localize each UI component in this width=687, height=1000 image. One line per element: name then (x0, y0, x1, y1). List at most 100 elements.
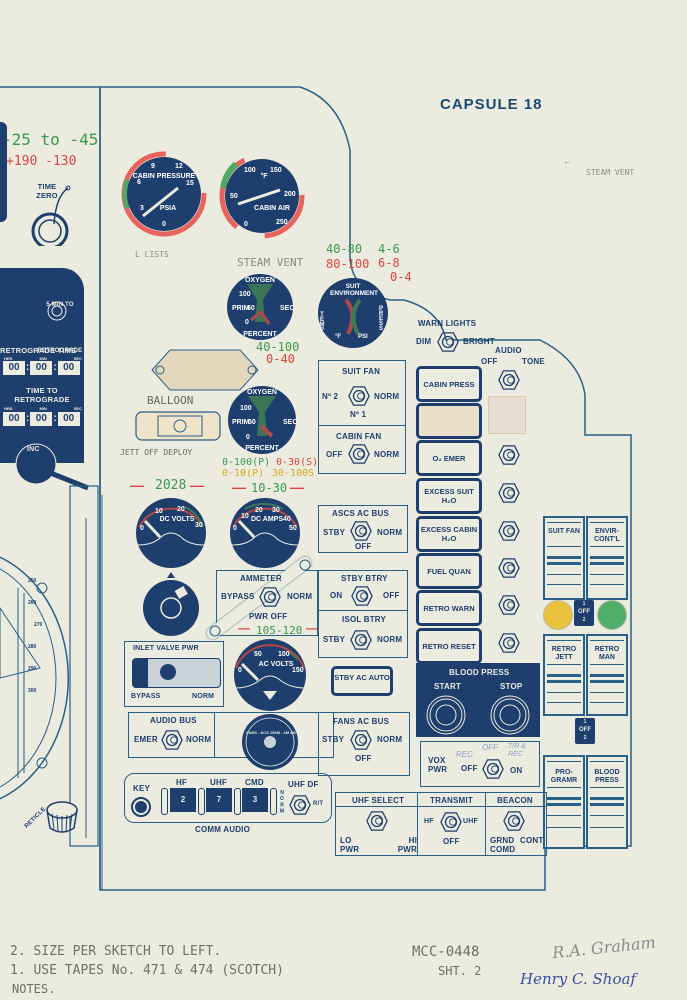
retro-warn-toggle[interactable] (498, 594, 520, 616)
blood-press-start-button[interactable] (424, 694, 468, 736)
dc-amps-tick: 40 (283, 516, 291, 523)
compass-dial[interactable] (0, 478, 102, 858)
cabin-air-gauge: °F CABIN AIR 0 50 100 150 200 250 (219, 153, 305, 239)
warning-light-retro-warn[interactable]: RETRO WARN (416, 590, 482, 626)
suit-env-unit-right: PSI (358, 334, 368, 340)
warning-light-excess-suit-h2o[interactable]: EXCESS SUIT H₂O (416, 478, 482, 514)
annotation-oxygen-green: 40-80 (326, 242, 363, 256)
circuit-breaker-retro-man[interactable]: RETRO MAN (586, 634, 628, 716)
warning-light-blank[interactable] (416, 403, 482, 439)
cb-selector-switch-2[interactable]: 1 OFF 2 (575, 718, 595, 744)
circuit-breaker-envir-contl[interactable]: ENVIR-CONT'L (586, 516, 628, 600)
warning-light-fuel-quan[interactable]: FUEL QUAN (416, 553, 482, 589)
comm-key-button[interactable] (130, 796, 152, 818)
isol-btry-toggle[interactable] (350, 629, 372, 651)
transmit-toggle[interactable] (440, 811, 462, 833)
dc-amps-title: DC AMPS (251, 516, 283, 523)
ammeter-right: NORM (287, 592, 313, 601)
selector-label: OFF (579, 727, 591, 733)
comm-slot (234, 788, 241, 815)
comm-cmd-thumbwheel[interactable]: 3 (242, 788, 268, 812)
uhf-select-toggle[interactable] (366, 810, 388, 832)
warning-light-cabin-press[interactable]: CABIN PRESS (416, 366, 482, 402)
suit-fan-toggle[interactable] (348, 385, 370, 407)
left-edge-panel (0, 122, 7, 222)
suit-fan-left: Nº 2 (322, 392, 339, 401)
audio-toggle[interactable] (498, 369, 520, 391)
fans-selector-knob[interactable] (240, 712, 300, 772)
inlet-valve-right: NORM (192, 693, 215, 700)
circuit-breaker-blood-press[interactable]: BLOOD PRESS (586, 755, 628, 849)
vox-pwr-toggle[interactable] (482, 758, 504, 780)
ascs-ac-bus-bottom: OFF (355, 542, 372, 551)
warn-lights-toggle[interactable] (437, 331, 459, 353)
comm-uhf-thumbwheel[interactable]: 7 (206, 788, 232, 812)
battery-panel-divider (318, 610, 408, 611)
circuit-breaker-retro-jett[interactable]: RETRO JETT (543, 634, 585, 716)
coolant-right: SEC (280, 305, 294, 312)
radio-select-panel (335, 792, 547, 856)
comm-norm-label: NORM (279, 790, 285, 815)
ac-volts-gauge: AC VOLTS 0 50 100 150 (234, 639, 306, 711)
annotation-oxygen2-green: 0-100(P) (222, 457, 271, 468)
dc-selector-knob[interactable] (140, 572, 202, 636)
warning-light-retro-reset[interactable]: RETRO RESET (416, 628, 482, 664)
ascs-ac-bus-panel (318, 505, 408, 553)
warning-light-o2-emer[interactable]: O₂ EMER (416, 440, 482, 476)
audio-bus-toggle[interactable] (161, 729, 183, 751)
oxygen-tick: 50 (248, 419, 256, 426)
suit-env-left: TEMP (319, 312, 325, 332)
uhf-df-toggle[interactable] (289, 794, 311, 816)
circuit-breaker-label: RETRO MAN (594, 646, 620, 661)
oxygen-top: OXYGEN (247, 389, 277, 396)
stby-btry-toggle[interactable] (351, 585, 373, 607)
ascs-ac-bus-toggle[interactable] (350, 520, 372, 542)
time-zero-button[interactable] (20, 176, 80, 246)
inlet-valve-switch[interactable] (132, 658, 221, 688)
fans-panel-divider (318, 425, 406, 426)
fuel-quan-toggle[interactable] (498, 557, 520, 579)
blood-press-stop-button[interactable] (488, 694, 532, 736)
annotation-dc-volts-dash: — (130, 477, 144, 493)
selector-label: 2 (582, 617, 586, 623)
fans-ac-bus-toggle[interactable] (350, 729, 372, 751)
cabin-fan-label: CABIN FAN (336, 432, 382, 441)
ammeter-label: AMMETER (240, 574, 282, 583)
o2-emer-toggle[interactable] (498, 444, 520, 466)
excess-suit-h2o-toggle[interactable] (498, 482, 520, 504)
audio-label: AUDIO (495, 346, 522, 355)
inc-dec-knob[interactable] (10, 438, 90, 490)
coolant-tick: 100 (239, 291, 251, 298)
reticle-knob[interactable] (42, 796, 82, 836)
notes-heading: NOTES. (12, 982, 56, 996)
warn-lights-left: DIM (416, 337, 432, 346)
excess-cabin-h2o-toggle[interactable] (498, 520, 520, 542)
comm-hf-thumbwheel[interactable]: 2 (170, 788, 196, 812)
circuit-breaker-programr[interactable]: PRO-GRAMR (543, 755, 585, 849)
inlet-valve-knob[interactable] (160, 664, 176, 680)
retro-reset-toggle[interactable] (498, 632, 520, 654)
beacon-toggle[interactable] (503, 810, 525, 832)
annotation-coolant-red: 0-40 (266, 352, 295, 366)
five-min-retro-light (47, 301, 67, 321)
circuit-breaker-suit-fan[interactable]: SUIT FAN (543, 516, 585, 600)
annotation-ac-volts-dash: — (238, 621, 250, 635)
warning-light-excess-cabin-h2o[interactable]: EXCESS CABIN H₂O (416, 516, 482, 552)
dc-volts-tick: 20 (177, 506, 185, 513)
balloon-jett-switch[interactable] (128, 408, 228, 448)
cabin-air-tick: 100 (244, 167, 256, 174)
fans-ac-bus-right: NORM (377, 735, 403, 744)
time-zero-label: TIME ZERO (36, 182, 58, 200)
audio-bus-left: EMER (134, 735, 158, 744)
cabin-fan-toggle[interactable] (348, 443, 370, 465)
oxygen-right: SEC (283, 419, 297, 426)
ammeter-left: BYPASS (221, 592, 255, 601)
ammeter-toggle[interactable] (259, 586, 281, 608)
cb-selector-switch-1[interactable]: 1 OFF 2 (574, 600, 594, 626)
coolant-tick: 0 (245, 319, 249, 326)
ammeter-guard[interactable] (205, 555, 325, 645)
ammeter-panel (216, 570, 318, 636)
compass-tick: 290 (28, 666, 37, 672)
unit-hrs: HRS (4, 356, 13, 361)
